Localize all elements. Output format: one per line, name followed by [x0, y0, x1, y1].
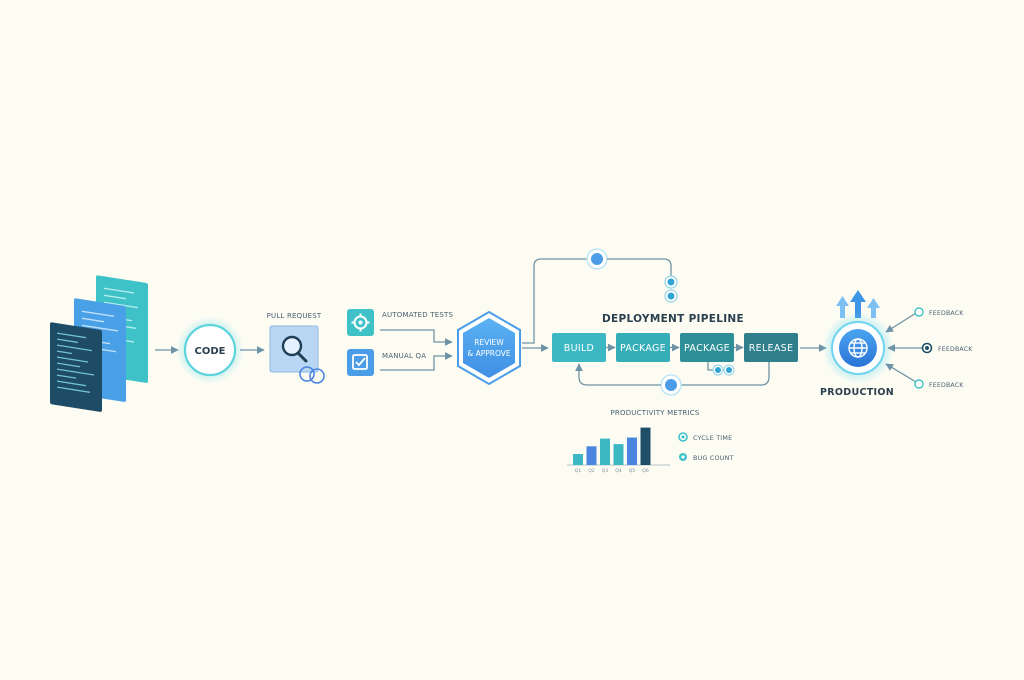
metrics-bar-2: [600, 438, 610, 465]
production-node: PRODUCTION: [820, 290, 894, 398]
globe-icon: [848, 338, 868, 358]
pipeline-stage-3: [744, 333, 798, 362]
metrics-tick-1: Q2: [588, 468, 595, 474]
metrics-ticks: Q1 Q2 Q3 Q4 Q5 Q6: [575, 468, 649, 474]
pipeline-stage-0: [552, 333, 606, 362]
metrics-title: PRODUCTIVITY METRICS: [611, 409, 700, 417]
feedback-branches: FEEDBACK FEEDBACK FEEDBACK: [885, 307, 973, 389]
feedback-middle-label: FEEDBACK: [938, 346, 973, 353]
arrow-qa-to-review: [380, 352, 453, 371]
automated-tests-node: AUTOMATED TESTS: [347, 309, 454, 336]
pipeline-stage-label-3: RELEASE: [749, 343, 794, 354]
pipeline-stage-label-1: PACKAGE: [620, 343, 666, 354]
loop-top-right: [607, 258, 672, 276]
metrics-tick-4: Q5: [629, 468, 636, 474]
checklist-icon: [352, 354, 368, 370]
merge-rings-icon: [299, 366, 325, 384]
code-documents-stack: [50, 275, 148, 412]
metrics-bars: [573, 427, 651, 465]
arrow-tests-to-review: [380, 329, 453, 346]
pipeline-stages: BUILD PACKAGE PACKAGE RELEASE: [552, 333, 798, 362]
metrics-legend: CYCLE TIME BUG COUNT: [678, 432, 734, 462]
code-page-front: [50, 322, 102, 412]
metrics-bar-5: [640, 427, 651, 465]
pull-request-label: PULL REQUEST: [267, 312, 322, 320]
metrics-tick-2: Q3: [602, 468, 609, 474]
pipeline-stage-label-0: BUILD: [564, 343, 594, 354]
review-label-line2: & APPROVE: [467, 349, 511, 358]
code-node: CODE: [176, 316, 244, 384]
package-dots-connector: [707, 362, 714, 371]
upload-arrows-icon: [836, 290, 880, 318]
feedback-top-label: FEEDBACK: [929, 310, 964, 317]
metrics-bar-3: [613, 444, 624, 465]
loop-bottom-right: [681, 362, 770, 386]
magnifier-icon: [281, 335, 308, 363]
code-label: CODE: [195, 346, 226, 357]
pipeline-stage-1: [616, 333, 670, 362]
metrics-tick-0: Q1: [575, 468, 582, 474]
loop-bottom-left: [575, 363, 661, 386]
review-label-line1: REVIEW: [474, 338, 504, 347]
pipeline-title: DEPLOYMENT PIPELINE: [602, 313, 744, 325]
review-approve-node: REVIEW & APPROVE: [457, 310, 521, 386]
feedback-bottom-label: FEEDBACK: [929, 382, 964, 389]
manual-qa-node: MANUAL QA: [347, 349, 426, 376]
metrics-panel: PRODUCTIVITY METRICS Q1 Q2 Q3 Q4 Q5 Q6 CYCLE …: [567, 409, 734, 474]
pull-request-node: PULL REQUEST: [267, 312, 325, 384]
gear-icon: [351, 313, 370, 332]
metrics-bar-4: [627, 437, 637, 465]
metrics-bar-0: [573, 454, 583, 465]
production-label: PRODUCTION: [820, 387, 894, 398]
automated-tests-label: AUTOMATED TESTS: [382, 311, 454, 319]
legend-bug-count: BUG COUNT: [693, 454, 734, 462]
metrics-tick-3: Q4: [615, 468, 622, 474]
loop-top-left: [522, 258, 587, 344]
manual-qa-label: MANUAL QA: [382, 352, 426, 360]
metrics-tick-5: Q6: [642, 468, 649, 474]
pipeline-stage-2: [680, 333, 734, 362]
legend-cycle-time: CYCLE TIME: [693, 434, 732, 442]
pipeline-stage-label-2: PACKAGE: [684, 343, 730, 354]
metrics-bar-1: [586, 446, 597, 465]
